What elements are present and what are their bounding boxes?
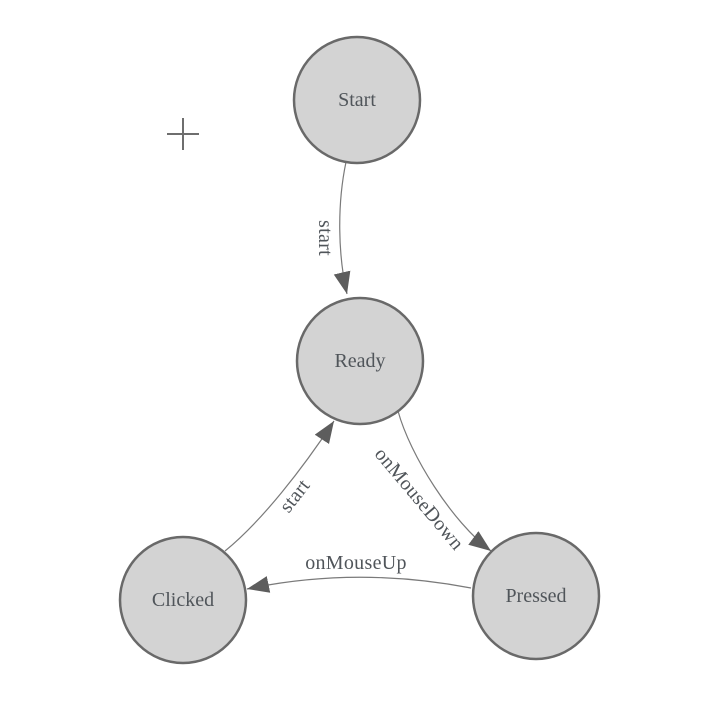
transition-path-ready-pressed[interactable] [397, 410, 492, 552]
state-circle-ready[interactable] [295, 296, 425, 426]
state-circle-clicked[interactable] [118, 535, 248, 665]
transition-clicked-to-ready[interactable]: start [224, 420, 335, 552]
origin-cross-icon [167, 118, 199, 150]
transition-path-clicked-ready[interactable] [224, 420, 335, 552]
transition-ready-to-pressed[interactable]: onMouseDown [370, 410, 492, 555]
transition-start-to-ready[interactable]: start [314, 161, 351, 295]
state-node-start[interactable]: Start [292, 35, 422, 165]
transition-path-start-ready[interactable] [333, 161, 351, 295]
state-circle-pressed[interactable] [471, 531, 601, 661]
state-node-pressed[interactable]: Pressed [471, 531, 601, 661]
transition-label-pressed-clicked: onMouseUp [305, 552, 407, 574]
transition-pressed-to-clicked[interactable]: onMouseUp [246, 552, 472, 593]
transition-path-pressed-clicked[interactable] [246, 576, 472, 593]
state-node-ready[interactable]: Ready [295, 296, 425, 426]
state-circle-start[interactable] [292, 35, 422, 165]
transition-label-clicked-ready: start [275, 475, 315, 517]
transition-label-start-ready: start [314, 220, 336, 256]
state-node-clicked[interactable]: Clicked [118, 535, 248, 665]
